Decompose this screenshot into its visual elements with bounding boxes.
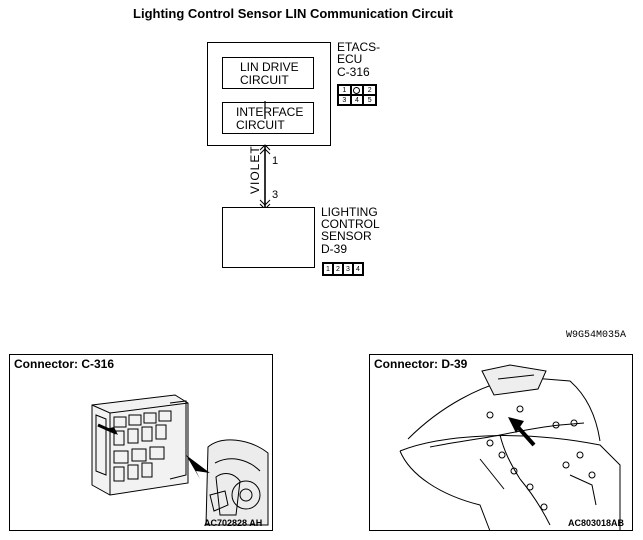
connector-c316-title: Connector: C-316	[14, 357, 115, 371]
etacs-pin: 3	[338, 95, 351, 105]
lin-drive-label-2: CIRCUIT	[240, 73, 289, 87]
sensor-location-illustration	[399, 364, 621, 532]
pin-1-marker	[259, 144, 271, 155]
lin-drive-label-1: LIN DRIVE	[240, 60, 299, 74]
etacs-ecu-box: LIN DRIVE CIRCUIT INTERFACE CIRCUIT	[207, 42, 331, 146]
sensor-pin: 1	[323, 263, 333, 275]
sensor-name-3: SENSOR	[321, 229, 372, 243]
etacs-pin-key	[350, 85, 364, 95]
etacs-connector: 1 2 3 4 5	[337, 84, 377, 106]
etacs-name-1: ETACS-	[337, 40, 381, 54]
etacs-pin: 2	[363, 85, 376, 95]
connector-c316-ref: AC702828 AH	[204, 518, 263, 528]
sensor-connector: 1 2 3 4	[322, 262, 364, 276]
etacs-name-2: ECU	[337, 52, 363, 66]
interface-label-2: CIRCUIT	[236, 118, 285, 132]
wire-drawing	[259, 101, 271, 238]
connector-d39-title: Connector: D-39	[374, 357, 468, 371]
page-title: Lighting Control Sensor LIN Communicatio…	[133, 6, 453, 21]
sensor-name-2: CONTROL	[321, 217, 380, 231]
ecu-location-illustration	[91, 394, 269, 526]
interface-circuit-box: INTERFACE CIRCUIT	[222, 102, 314, 134]
sensor-pin: 3	[343, 263, 353, 275]
figure-code: W9G54M035A	[566, 330, 627, 341]
etacs-pin: 1	[338, 85, 351, 95]
interface-label-1: INTERFACE	[236, 105, 304, 119]
sensor-name-1: LIGHTING	[321, 205, 378, 219]
connector-d39-panel: Connector: D-39	[369, 354, 633, 532]
lin-drive-circuit-box: LIN DRIVE CIRCUIT	[222, 57, 314, 89]
sensor-code: D-39	[321, 242, 348, 256]
lighting-control-sensor-box	[222, 207, 315, 268]
etacs-pin: 4	[350, 95, 364, 105]
sensor-pin: 2	[333, 263, 343, 275]
pin-top-label: 1	[272, 155, 279, 167]
pin-bottom-label: 3	[272, 189, 279, 201]
sensor-pin: 4	[353, 263, 363, 275]
connector-d39-ref: AC803018AB	[568, 518, 625, 528]
etacs-code: C-316	[337, 65, 370, 79]
wire-color-label: VIOLET	[248, 145, 262, 194]
connector-c316-panel: Connector: C-316	[9, 354, 273, 531]
etacs-pin: 5	[363, 95, 376, 105]
